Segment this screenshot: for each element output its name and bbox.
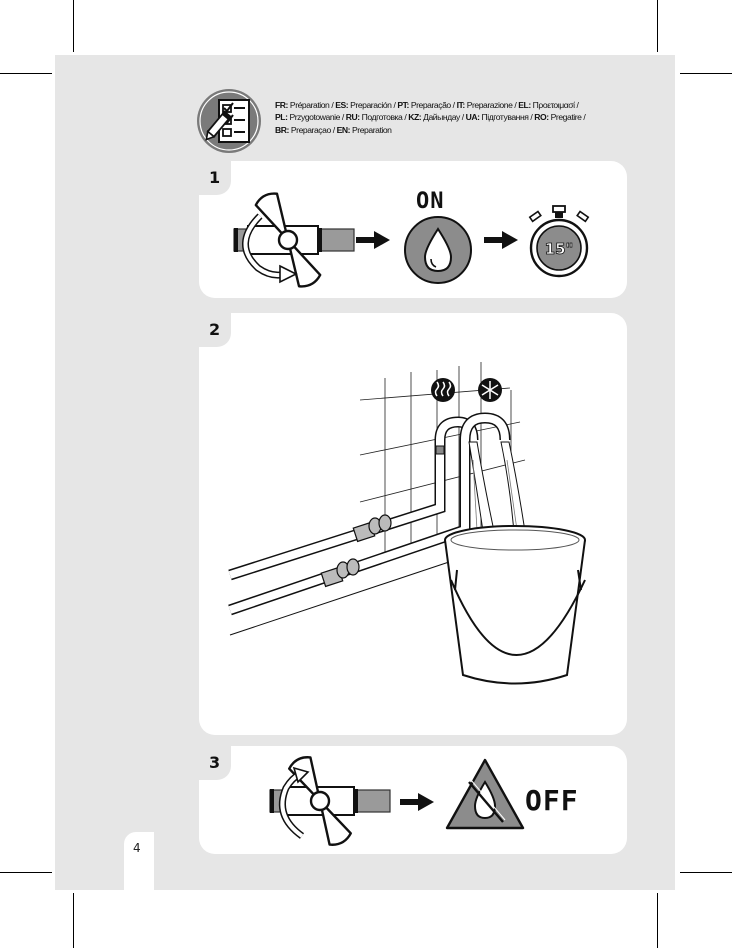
bucket-icon — [445, 526, 585, 684]
preparation-languages: FR: Préparation / ES: Preparación / PT: … — [275, 99, 635, 136]
crop-mark — [73, 0, 74, 52]
off-label: OFF — [525, 784, 579, 817]
step-1-number: 1 — [209, 168, 220, 187]
pipe-valves — [321, 515, 391, 586]
crop-mark — [657, 0, 658, 52]
water-drop-on-icon — [403, 215, 473, 285]
cold-water-icon — [478, 378, 502, 402]
header-line-3: BR: Preparaçao / EN: Preparation — [275, 124, 635, 136]
water-off-icon — [443, 756, 527, 832]
tap-bucket-illustration — [215, 330, 615, 730]
page-number: 4 — [133, 841, 141, 855]
arrow-right-icon — [484, 231, 518, 249]
crop-mark — [680, 73, 732, 74]
on-label: ON — [416, 189, 445, 214]
crop-mark — [657, 893, 658, 948]
checklist-pencil-icon — [196, 88, 262, 154]
arrow-right-icon — [400, 793, 434, 811]
crop-mark — [73, 893, 74, 948]
timer-label: 15" — [545, 240, 574, 258]
hot-water-icon — [431, 378, 455, 402]
step-3-number: 3 — [209, 753, 220, 772]
valve-open-icon — [224, 186, 364, 296]
valve-close-icon — [260, 750, 400, 850]
header-line-2: PL: Przygotowanie / RU: Подготовка / KZ:… — [275, 111, 635, 123]
crop-mark — [680, 872, 732, 873]
arrow-right-icon — [356, 231, 390, 249]
header-line-1: FR: Préparation / ES: Preparación / PT: … — [275, 99, 635, 111]
crop-mark — [0, 872, 52, 873]
crop-mark — [0, 73, 52, 74]
stopwatch-icon: 15" — [524, 204, 594, 282]
